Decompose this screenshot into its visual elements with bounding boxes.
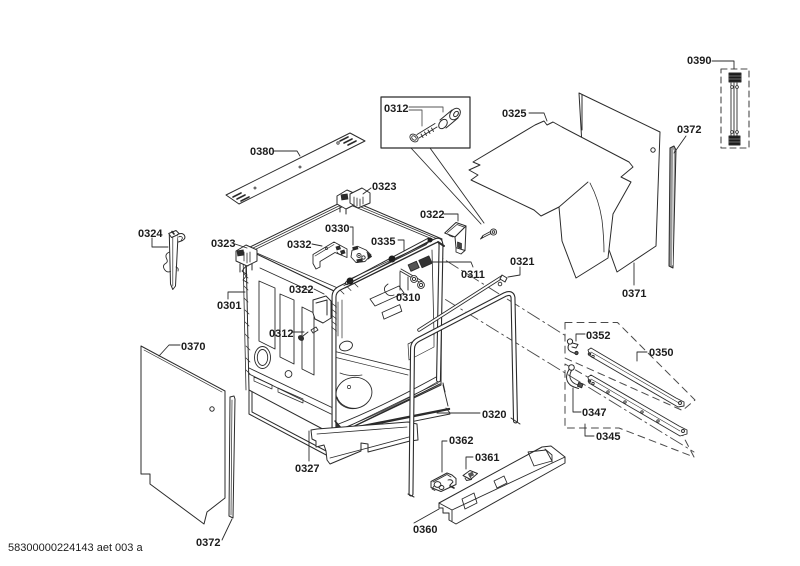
svg-text:58300000224143 aet 003 a: 58300000224143 aet 003 a (8, 542, 143, 554)
svg-text:0323: 0323 (372, 181, 396, 193)
svg-text:0372: 0372 (196, 537, 220, 549)
svg-text:0301: 0301 (217, 300, 241, 312)
svg-text:0361: 0361 (475, 452, 499, 464)
svg-text:0371: 0371 (622, 288, 646, 300)
svg-text:0322: 0322 (420, 209, 444, 221)
svg-text:0347: 0347 (582, 407, 606, 419)
svg-text:0321: 0321 (510, 256, 534, 268)
svg-text:0335: 0335 (371, 236, 395, 248)
svg-text:0312: 0312 (384, 103, 408, 115)
svg-text:0390: 0390 (687, 55, 711, 67)
svg-text:0324: 0324 (138, 228, 163, 240)
svg-text:0310: 0310 (396, 292, 420, 304)
svg-text:0345: 0345 (596, 431, 620, 443)
svg-text:0327: 0327 (295, 463, 319, 475)
svg-text:0352: 0352 (586, 330, 610, 342)
svg-text:0350: 0350 (649, 347, 673, 359)
svg-text:0330: 0330 (325, 223, 349, 235)
svg-text:0322: 0322 (289, 284, 313, 296)
svg-text:0323: 0323 (211, 238, 235, 250)
svg-text:0362: 0362 (449, 435, 473, 447)
svg-text:0380: 0380 (250, 146, 274, 158)
svg-text:0312: 0312 (269, 328, 293, 340)
svg-text:0325: 0325 (502, 108, 526, 120)
svg-text:0360: 0360 (413, 524, 437, 536)
svg-text:0370: 0370 (181, 341, 205, 353)
svg-text:0320: 0320 (482, 409, 506, 421)
svg-text:0332: 0332 (287, 239, 311, 251)
svg-text:0372: 0372 (677, 124, 701, 136)
svg-text:0311: 0311 (461, 269, 485, 281)
